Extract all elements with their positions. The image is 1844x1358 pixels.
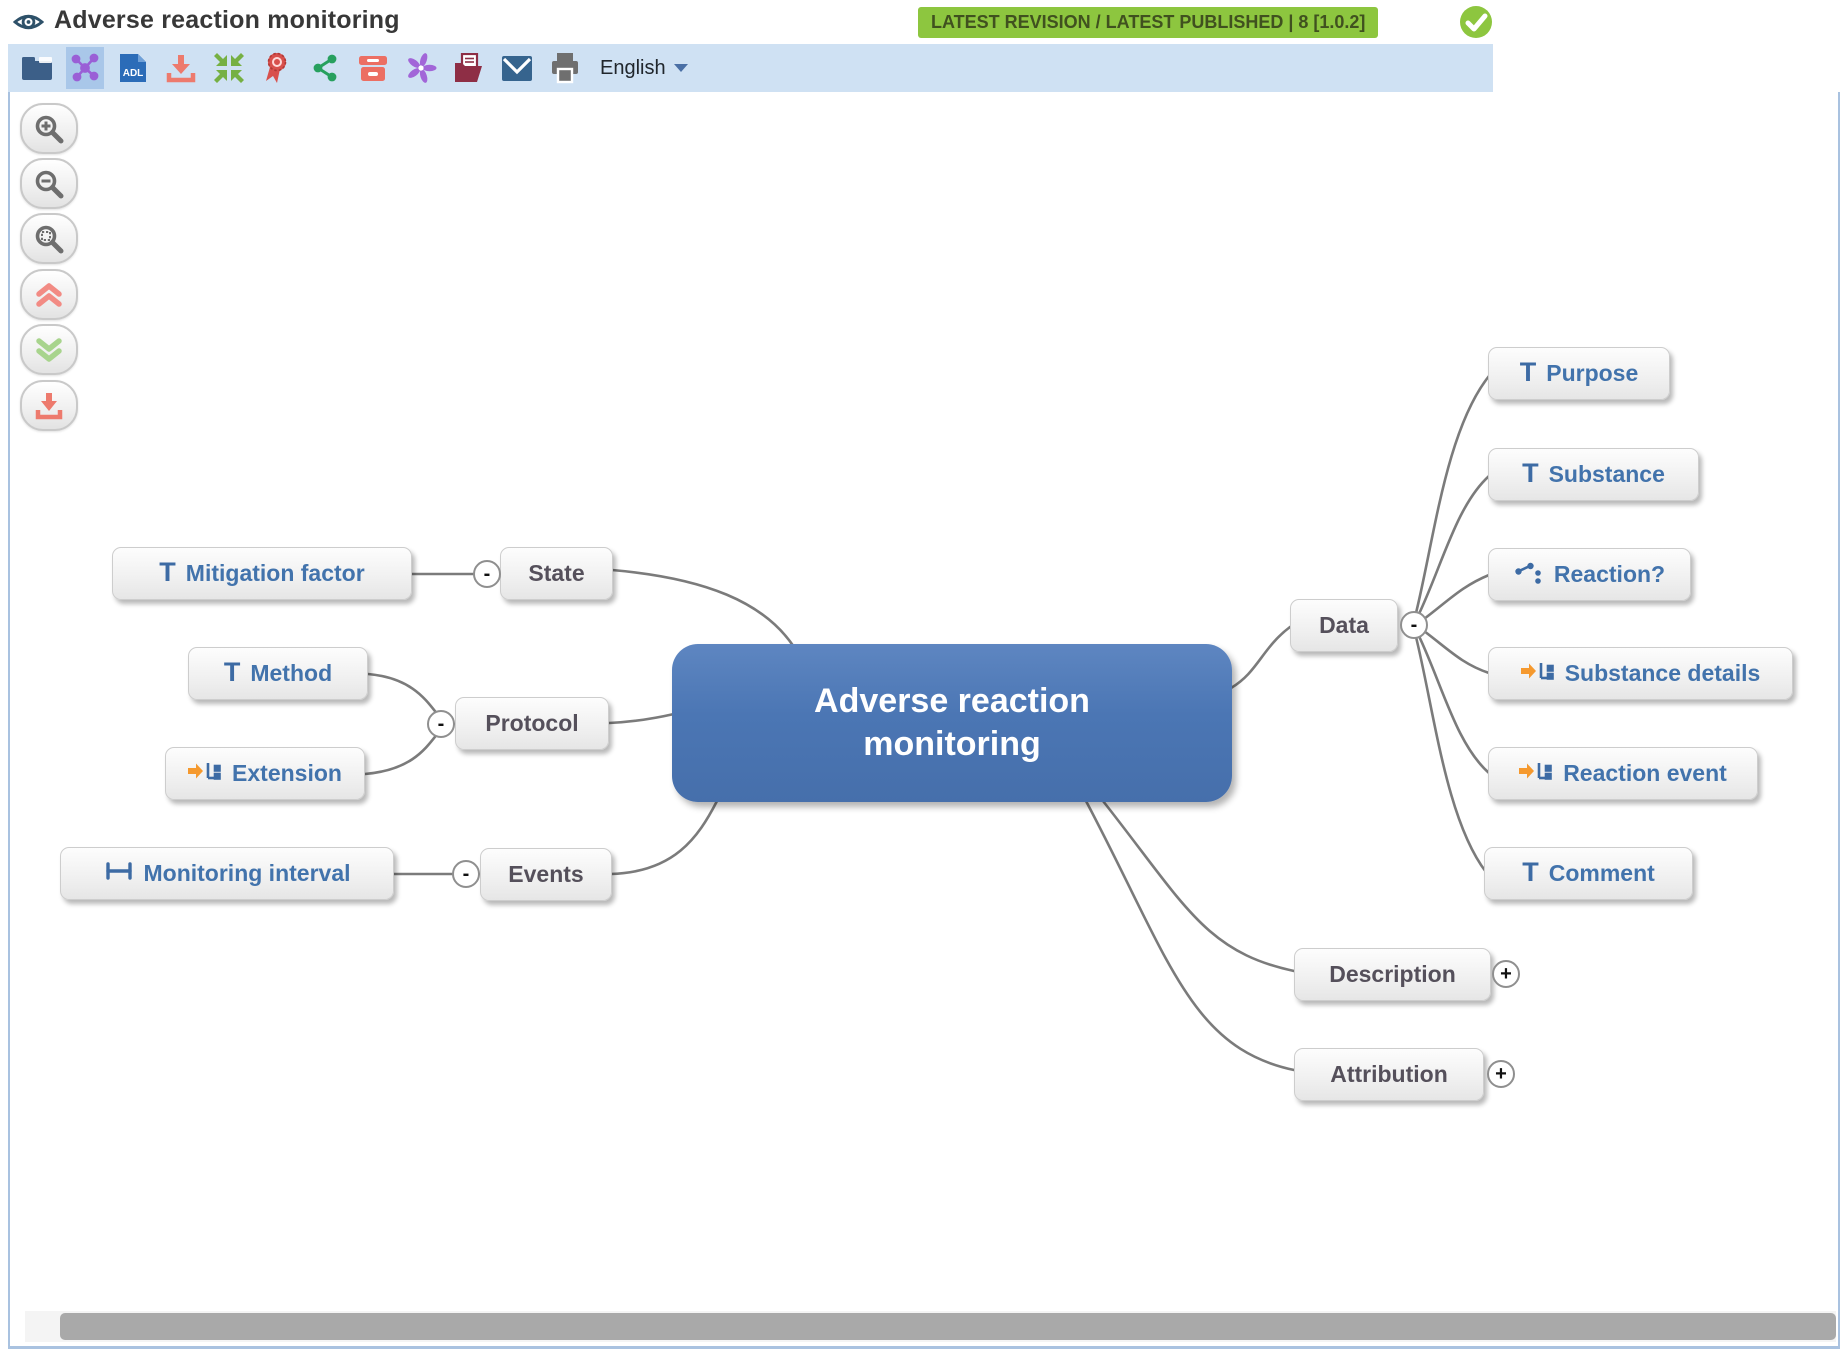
node-label: Reaction event — [1563, 760, 1727, 786]
node-reaction-event[interactable]: Reaction event — [1488, 747, 1758, 800]
collapse-toggle-events[interactable]: - — [452, 860, 480, 888]
node-mitigation-factor[interactable]: T Mitigation factor — [112, 547, 412, 600]
node-events[interactable]: Events — [480, 848, 612, 901]
node-comment[interactable]: T Comment — [1484, 847, 1693, 900]
node-label: Extension — [232, 760, 342, 786]
scrollbar-thumb[interactable] — [60, 1313, 1836, 1340]
collapse-toggle-state[interactable]: - — [473, 560, 501, 588]
node-substance[interactable]: T Substance — [1488, 448, 1699, 501]
language-dropdown[interactable]: English — [600, 57, 688, 80]
node-label: Reaction? — [1553, 561, 1666, 587]
node-description[interactable]: Description — [1294, 948, 1491, 1001]
mindmap-icon[interactable] — [66, 47, 104, 89]
zoom-in-icon — [35, 115, 64, 143]
zoom-fit-button[interactable] — [20, 213, 78, 264]
node-state[interactable]: State — [500, 547, 613, 600]
slot-icon — [1520, 659, 1555, 689]
zoom-out-button[interactable] — [20, 158, 78, 209]
collapse-branches-button[interactable] — [20, 269, 78, 320]
collapse-up-icon — [36, 282, 62, 307]
expand-branches-button[interactable] — [20, 324, 78, 375]
node-label: Monitoring interval — [143, 860, 351, 886]
collapse-icon[interactable] — [210, 47, 248, 89]
text-icon: T — [223, 657, 241, 687]
expand-toggle-attribution[interactable]: + — [1487, 1060, 1515, 1088]
adl-icon[interactable]: ADL — [114, 47, 152, 89]
download-image-button[interactable] — [20, 380, 78, 431]
collapse-toggle-protocol[interactable]: - — [427, 710, 455, 738]
header: Adverse reaction monitoring LATEST REVIS… — [0, 0, 1844, 44]
slot-icon — [188, 759, 222, 789]
node-label: Mitigation factor — [185, 560, 365, 586]
node-label: Comment — [1548, 860, 1655, 886]
mail-icon[interactable] — [498, 47, 536, 89]
page-title: Adverse reaction monitoring — [54, 6, 400, 34]
spiral-icon[interactable] — [402, 47, 440, 89]
folder-icon[interactable] — [18, 47, 56, 89]
zoom-out-icon — [35, 170, 64, 198]
choice-icon — [1514, 559, 1544, 591]
node-label: Method — [250, 660, 333, 686]
collapse-toggle-data[interactable]: - — [1400, 611, 1428, 639]
chevron-down-icon — [673, 64, 688, 72]
node-reaction[interactable]: Reaction? — [1488, 548, 1691, 601]
node-data[interactable]: Data — [1290, 599, 1398, 652]
zoom-in-button[interactable] — [20, 103, 78, 154]
node-monitoring-interval[interactable]: Monitoring interval — [60, 847, 394, 900]
text-icon: T — [159, 557, 176, 587]
award-icon[interactable] — [258, 47, 296, 89]
view-eye-icon — [12, 9, 45, 40]
node-label: Purpose — [1546, 360, 1639, 386]
share-icon[interactable] — [306, 47, 344, 89]
text-icon: T — [1519, 357, 1537, 387]
interval-icon — [104, 860, 134, 887]
text-icon: T — [1522, 458, 1539, 488]
download-image-icon — [35, 392, 63, 419]
published-check-icon — [1459, 5, 1493, 44]
horizontal-scrollbar[interactable] — [25, 1311, 1836, 1342]
report-folder-icon[interactable] — [450, 47, 488, 89]
node-attribution[interactable]: Attribution — [1294, 1048, 1484, 1101]
node-method[interactable]: T Method — [188, 647, 368, 700]
zoom-fit-icon — [35, 225, 64, 253]
text-icon: T — [1522, 857, 1539, 887]
download-icon[interactable] — [162, 47, 200, 89]
svg-text:ADL: ADL — [123, 68, 144, 79]
node-protocol[interactable]: Protocol — [455, 697, 609, 750]
root-node[interactable]: Adverse reaction monitoring — [672, 644, 1232, 802]
node-substance-details[interactable]: Substance details — [1488, 647, 1793, 700]
archive-icon[interactable] — [354, 47, 392, 89]
expand-down-icon — [36, 337, 62, 362]
node-label: Substance details — [1564, 660, 1761, 686]
node-purpose[interactable]: T Purpose — [1488, 347, 1670, 400]
node-extension[interactable]: Extension — [165, 747, 365, 800]
revision-status-badge: LATEST REVISION / LATEST PUBLISHED | 8 [… — [918, 7, 1379, 38]
toolbar: ADL — [8, 44, 1493, 92]
node-label: Substance — [1548, 461, 1665, 487]
expand-toggle-description[interactable]: + — [1492, 960, 1520, 988]
slot-icon — [1519, 759, 1553, 789]
language-label: English — [600, 56, 666, 79]
print-icon[interactable] — [546, 47, 584, 89]
